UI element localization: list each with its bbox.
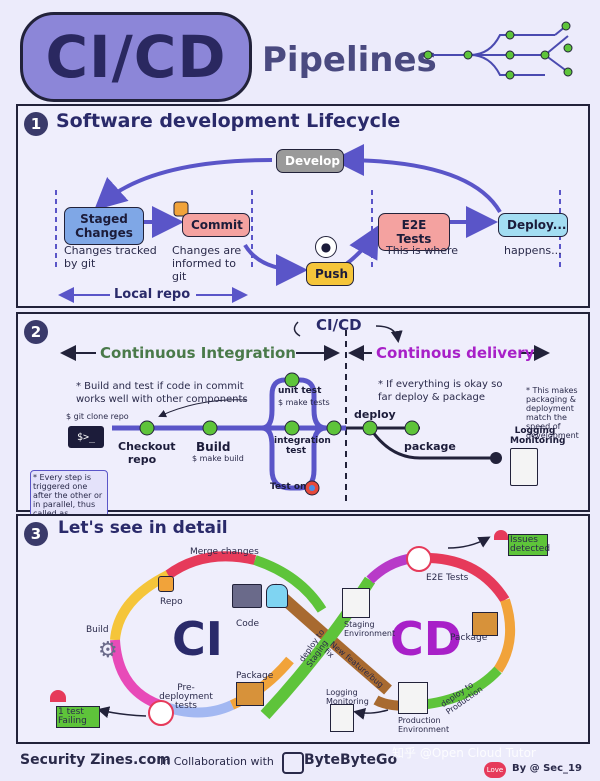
commit-box: Commit [182,213,250,237]
pre-deployment-tests-label: Pre-deployment tests [159,683,213,711]
logging-monitoring-label: Logging Monitoring [326,688,369,706]
package-cd-label: Package [450,633,488,643]
note-happens: happens... [504,244,562,257]
terminal-icon: $>_ [68,426,104,448]
cd-heading: Continous delivery [376,344,535,362]
watermark-text: 知乎 @Open Cloud Tutor [392,746,536,760]
push-box: Push [306,262,354,286]
section-number: 1 [24,112,48,136]
gear-icon: ⚙ [98,638,118,663]
clipboard-icon [330,704,354,732]
deploy-label: deploy [354,408,396,421]
cd-note: * If everything is okay so far deploy & … [378,379,503,403]
section-title: Let's see in detail [58,518,228,538]
packaging-note: * This makes packaging & deployment matc… [526,386,579,440]
cd-big-label: CD [390,612,462,666]
checkout-repo-label: Checkout repo [118,440,176,466]
note-changes-tracked: Changes tracked by git [64,244,157,270]
git-icon [158,576,174,592]
section-number: 2 [24,320,48,344]
logging-monitoring-label: Logging Monitoring [510,426,566,446]
package-box-icon [472,612,498,636]
github-icon: ● [315,236,337,258]
develop-box: Develop [276,149,344,173]
production-env-label: Production Environment [398,716,450,734]
test-on-label: Test on [270,482,307,492]
bytebytego-logo-icon [282,752,304,774]
alarm-icon [494,530,508,540]
section-lifecycle [16,104,590,308]
section-title: Software development Lifecycle [56,110,401,132]
package-box-icon [236,682,264,706]
build-label: Build [196,440,231,454]
make-tests-label: $ make tests [278,398,330,407]
footer-by: By @ Sec_19 [512,763,582,774]
e2e-tests-box: E2E Tests [378,213,450,251]
footer-brand: Security Zines.com [20,752,171,768]
build-label: Build [86,625,109,635]
make-build-label: $ make build [192,454,244,463]
cicd-label: CI/CD [316,316,362,334]
magnifier-icon [148,700,174,726]
note-changes-informed: Changes are informed to git [172,244,242,283]
ci-heading: Continuous Integration [100,344,296,362]
page-subtitle: Pipelines [262,40,437,80]
ci-note: * Build and test if code in commit works… [76,381,248,405]
local-repo-label: Local repo [114,287,191,302]
alarm-icon [50,690,66,702]
repo-label: Repo [160,597,183,607]
test-failing-badge: 1 test Failing [56,706,100,728]
package-label: Package [236,671,274,681]
ci-big-label: CI [172,612,223,666]
package-label: package [404,440,456,453]
note-this-is-where: This is where [386,244,459,257]
gopher-icon [266,584,288,608]
page-title: CI/CD [45,23,227,91]
magnifier-icon [406,546,432,572]
git-clone-label: $ git clone repo [66,412,129,421]
footer-partner: ByteByteGo [304,752,398,768]
staging-env-label: Staging Environment [344,620,396,638]
title-badge: CI/CD [20,12,252,102]
laptop-icon [232,584,262,608]
footer-collab: In Collaboration with [160,755,274,768]
section-number: 3 [24,522,48,546]
staged-changes-box: Staged Changes [64,207,144,245]
code-label: Code [236,619,260,629]
integration-test-label: integration test [274,436,331,456]
merge-changes-label: Merge changes [190,547,259,557]
unit-test-label: unit test [278,386,322,396]
server-icon [342,588,370,618]
love-heart-icon: Love [484,762,506,778]
clipboard-icon [510,448,538,486]
issues-detected-badge: Issues detected [508,534,551,556]
server-icon [398,682,428,714]
e2e-tests-label: E2E Tests [426,573,469,583]
deploy-box: Deploy... [498,213,568,237]
